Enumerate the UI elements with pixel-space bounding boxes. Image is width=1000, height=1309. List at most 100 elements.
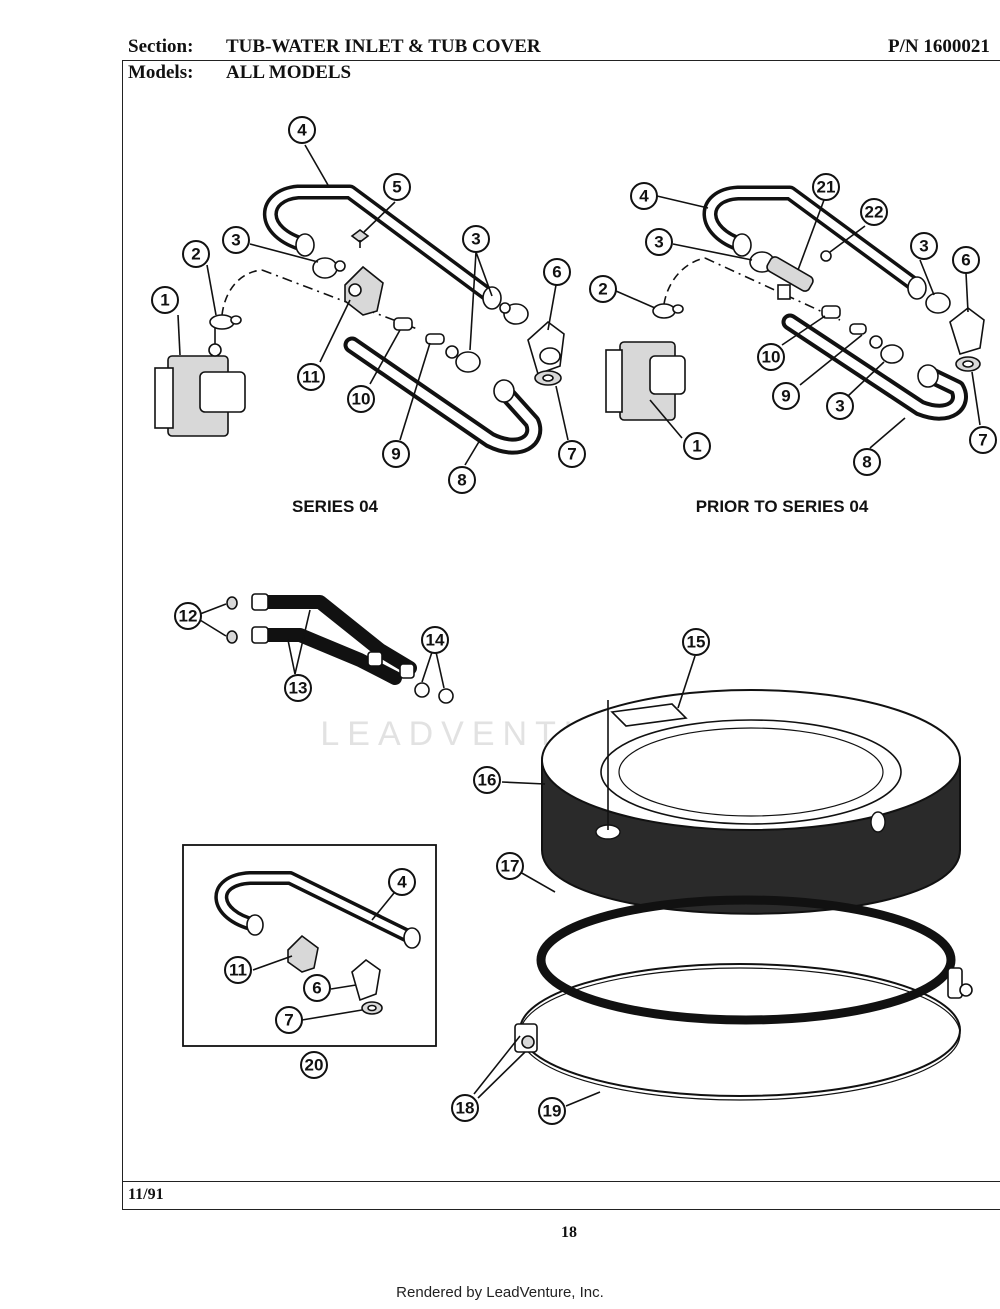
mounting-bracket-11 [344, 265, 384, 316]
callout-2-right: 2 [589, 275, 617, 303]
connector-10 [393, 317, 413, 331]
callout-20: 20 [300, 1051, 328, 1079]
callout-17: 17 [496, 852, 524, 880]
callout-3-left-a: 3 [222, 226, 250, 254]
svg-text:13: 13 [289, 679, 308, 698]
callout-6-right: 6 [952, 246, 980, 274]
part-number: P/N 1600021 [888, 36, 990, 57]
svg-text:3: 3 [471, 230, 480, 249]
caption-prior-series-04: PRIOR TO SERIES 04 [696, 497, 869, 516]
svg-text:8: 8 [457, 471, 466, 490]
callout-7-left: 7 [558, 440, 586, 468]
fill-hose-4-right [702, 185, 927, 300]
svg-text:9: 9 [781, 387, 790, 406]
svg-text:11: 11 [302, 368, 320, 387]
tub-cover-assembly: 15 16 17 18 19 [451, 628, 973, 1125]
callout-4-kit: 4 [388, 868, 416, 896]
drain-hose-8-right [781, 313, 968, 421]
callout-10-left: 10 [347, 385, 375, 413]
callout-21-right: 21 [812, 173, 840, 201]
callout-3-right-b: 3 [910, 232, 938, 260]
kit-fill-hose-4 [214, 871, 421, 949]
clamp-3-right-b [925, 292, 951, 314]
leader-lines-hoses [199, 603, 445, 689]
callout-1-left: 1 [151, 286, 179, 314]
kit-grommet-7 [361, 1001, 383, 1015]
prior-series-04-assembly: 4 21 22 3 3 6 2 10 9 3 1 8 7 PRIOR TO SE… [589, 173, 997, 516]
water-valve-right [605, 341, 686, 421]
svg-text:7: 7 [978, 431, 987, 450]
svg-text:10: 10 [762, 348, 781, 367]
fill-hose-4 [262, 184, 502, 310]
drain-hose-8 [343, 336, 543, 455]
callout-22-right: 22 [860, 198, 888, 226]
svg-text:9: 9 [391, 445, 400, 464]
valve-21 [766, 256, 814, 300]
series-04-assembly: 4 5 3 3 6 2 1 11 10 9 8 7 SERIES 04 [151, 116, 586, 516]
clamp-hardware-18 [514, 967, 973, 1053]
callout-1-right: 1 [683, 432, 711, 460]
svg-text:20: 20 [305, 1056, 324, 1075]
callout-16: 16 [473, 766, 501, 794]
kit-elbow-6 [351, 958, 381, 1002]
svg-text:19: 19 [543, 1102, 562, 1121]
callout-2-left: 2 [182, 240, 210, 268]
svg-text:3: 3 [654, 233, 663, 252]
callout-8-left: 8 [448, 466, 476, 494]
callout-6-kit: 6 [303, 974, 331, 1002]
svg-text:21: 21 [817, 178, 836, 197]
water-valve [154, 320, 246, 437]
callout-13: 13 [284, 674, 312, 702]
section-label: Section: [128, 36, 194, 57]
svg-text:1: 1 [160, 291, 169, 310]
svg-text:15: 15 [687, 633, 706, 652]
leader-lines-left [177, 144, 569, 466]
hose-clamp-2 [209, 314, 242, 330]
rendered-by-credit: Rendered by LeadVenture, Inc. [396, 1284, 604, 1301]
screw-5 [350, 229, 370, 248]
svg-text:3: 3 [835, 397, 844, 416]
svg-text:2: 2 [598, 280, 607, 299]
callout-3-right-c: 3 [826, 392, 854, 420]
clamp-3b [499, 302, 529, 325]
callout-7-right: 7 [969, 426, 997, 454]
grommet-7-right [955, 356, 981, 372]
models-value: ALL MODELS [226, 62, 352, 83]
callout-10-right: 10 [757, 343, 785, 371]
svg-text:11: 11 [229, 961, 247, 980]
svg-text:16: 16 [478, 771, 497, 790]
tub-cover-latch-15 [610, 703, 688, 727]
callout-15: 15 [682, 628, 710, 656]
svg-text:4: 4 [639, 187, 649, 206]
callout-3-right-a: 3 [645, 228, 673, 256]
svg-text:18: 18 [456, 1099, 475, 1118]
leader-lines-kit [252, 892, 395, 1021]
tub-ring-16 [541, 689, 961, 915]
callout-18: 18 [451, 1094, 479, 1122]
callout-7-kit: 7 [275, 1006, 303, 1034]
callout-12: 12 [174, 602, 202, 630]
svg-text:2: 2 [191, 245, 200, 264]
callout-11-kit: 11 [224, 956, 252, 984]
caption-series-04: SERIES 04 [292, 497, 379, 516]
footer-date: 11/91 [128, 1186, 164, 1203]
svg-text:14: 14 [426, 631, 445, 650]
clamp-3a [312, 257, 346, 279]
connector-10-right [821, 305, 841, 319]
fitting-22 [820, 250, 832, 262]
svg-text:8: 8 [862, 453, 871, 472]
svg-text:6: 6 [312, 979, 321, 998]
callout-9-left: 9 [382, 440, 410, 468]
svg-text:1: 1 [692, 437, 701, 456]
hose-clamp-2-right [652, 303, 684, 319]
kit-20-box: 4 11 6 7 20 [182, 844, 437, 1079]
svg-text:4: 4 [297, 121, 307, 140]
callout-14: 14 [421, 626, 449, 654]
section-title: TUB-WATER INLET & TUB COVER [226, 36, 541, 57]
svg-text:17: 17 [501, 857, 520, 876]
svg-text:3: 3 [231, 231, 240, 250]
elbow-6 [527, 320, 565, 376]
svg-text:5: 5 [392, 178, 401, 197]
callout-19: 19 [538, 1097, 566, 1125]
page-number: 18 [561, 1224, 577, 1241]
